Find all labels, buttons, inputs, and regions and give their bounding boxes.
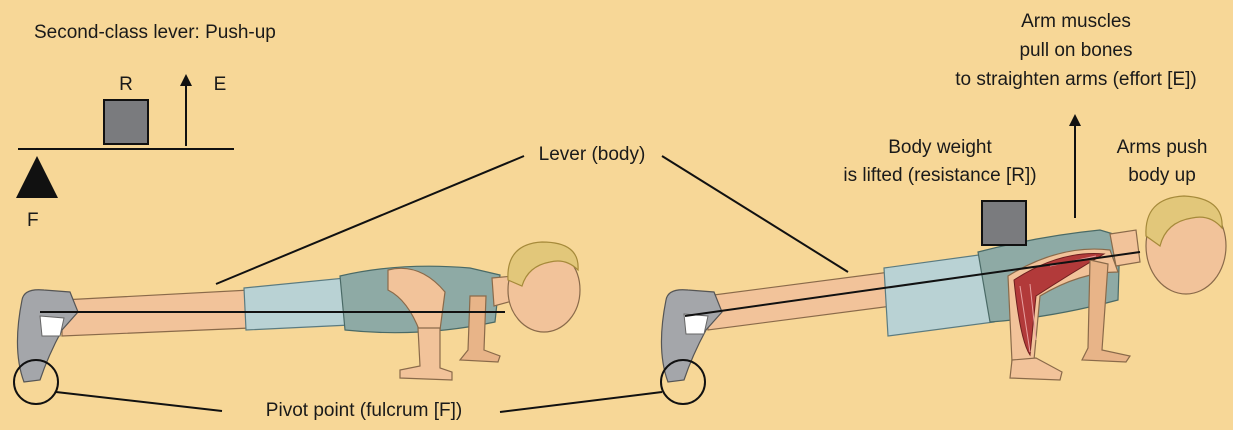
diagram-title: Second-class lever: Push-up xyxy=(34,22,276,43)
arm-muscles-label-line2: pull on bones xyxy=(1019,40,1132,61)
arms-push-label-line1: Arms push xyxy=(1117,137,1208,158)
body-weight-label-line1: Body weight xyxy=(888,137,992,158)
fulcrum-triangle xyxy=(16,156,58,198)
pivot-leader-left xyxy=(56,392,222,411)
pivot-point-label: Pivot point (fulcrum [F]) xyxy=(266,400,462,421)
effort-label-e: E xyxy=(214,74,227,95)
resistance-label-r: R xyxy=(119,74,133,95)
arm-muscles-label-line3: to straighten arms (effort [E]) xyxy=(955,69,1196,90)
fulcrum-label-f: F xyxy=(27,210,39,231)
resistance-box xyxy=(104,100,148,144)
arm-muscles-label-line1: Arm muscles xyxy=(1021,11,1131,32)
body-weight-label-line2: is lifted (resistance [R]) xyxy=(843,165,1036,186)
body-weight-box xyxy=(982,201,1026,245)
lever-leader-right xyxy=(662,156,848,272)
lever-leader-left xyxy=(216,156,524,284)
arms-push-label-line2: body up xyxy=(1128,165,1196,186)
lever-schematic: R E F xyxy=(16,74,234,231)
figure-raised xyxy=(661,196,1226,382)
lever-body-label: Lever (body) xyxy=(539,144,646,165)
pivot-leader-right xyxy=(500,392,662,412)
